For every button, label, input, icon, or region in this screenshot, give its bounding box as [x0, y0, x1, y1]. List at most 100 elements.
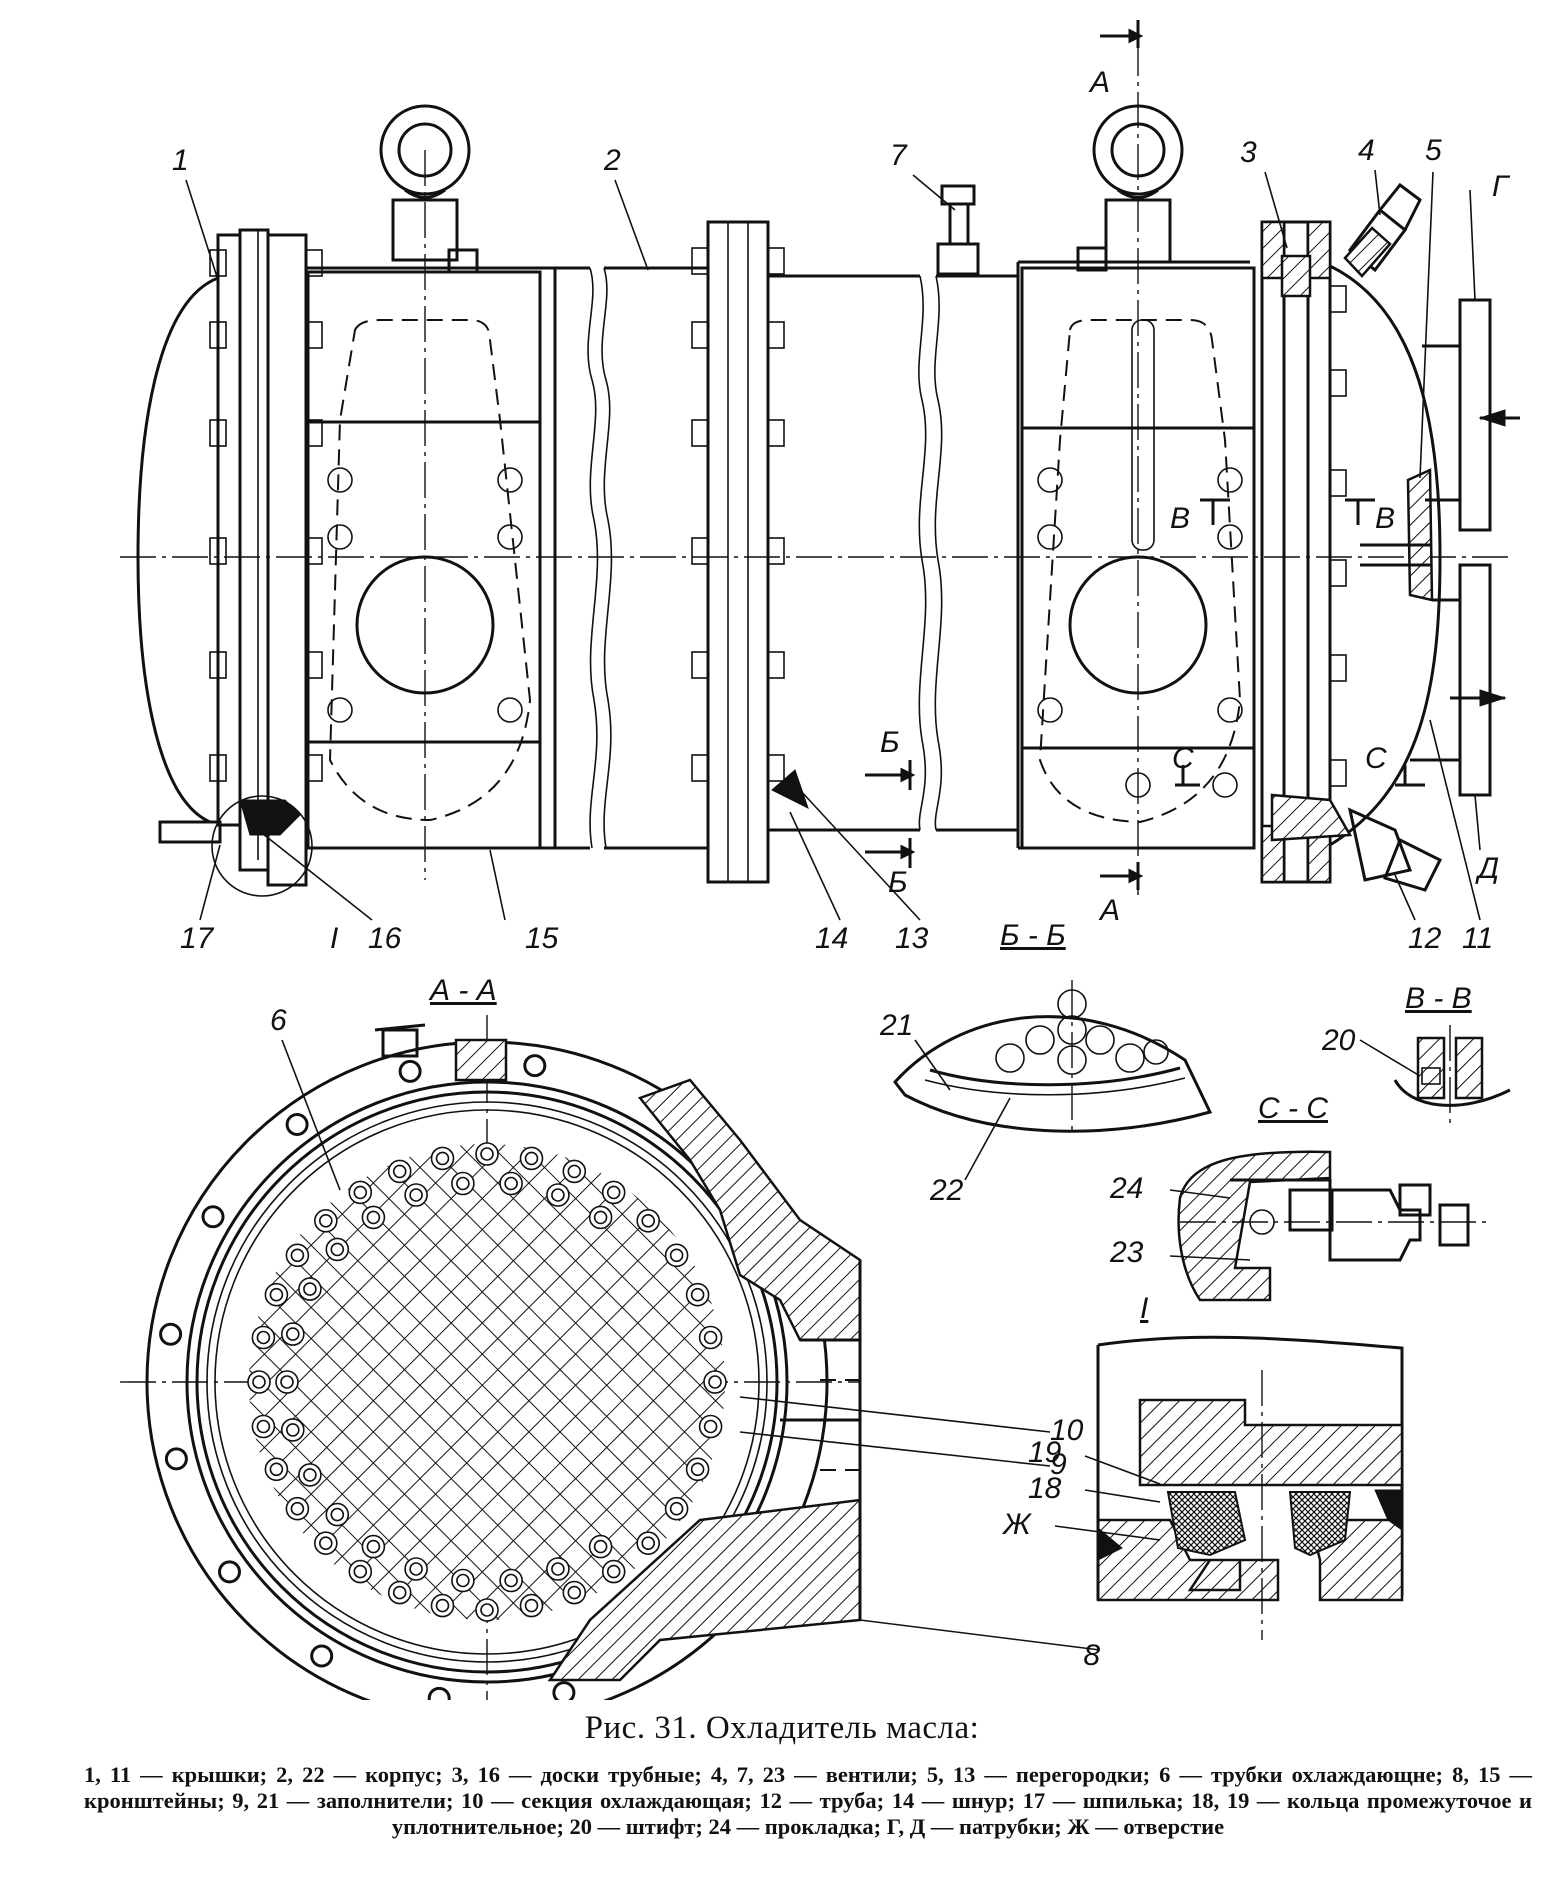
label-13: 13: [895, 922, 929, 955]
detail-i-circle: [211, 795, 313, 897]
side-view: [120, 20, 1520, 897]
cooling-tube: [601, 1180, 626, 1205]
label-g: Г: [1492, 170, 1511, 203]
cooling-tube: [361, 1534, 386, 1559]
cooling-tube: [325, 1502, 350, 1527]
title-b-b: Б - Б: [1000, 919, 1066, 952]
cooling-tube: [298, 1277, 322, 1301]
cooling-tube: [251, 1325, 276, 1350]
section-marks: [865, 20, 1425, 890]
cooling-tube: [264, 1457, 289, 1482]
section-b-b: [893, 980, 1213, 1133]
cooling-tube: [475, 1142, 499, 1166]
cooling-tube: [298, 1463, 322, 1487]
label-17: 17: [180, 922, 215, 955]
cooling-tube: [280, 1322, 305, 1346]
cooling-tube: [285, 1496, 310, 1521]
flange-bolt-hole: [201, 1205, 225, 1229]
section-titles: А - А Б - Б В - В С - С I: [428, 919, 1472, 1325]
label-v-left: В: [1170, 502, 1190, 535]
cooling-tube: [588, 1534, 613, 1559]
cooling-tube: [562, 1159, 587, 1184]
label-2: 2: [603, 144, 621, 177]
cooling-tube: [313, 1209, 338, 1233]
cooling-tube: [280, 1418, 305, 1442]
valve-7: [936, 184, 980, 276]
right-flange: [1260, 220, 1286, 884]
label-12: 12: [1408, 922, 1442, 955]
label-b-lower: Б: [888, 866, 908, 899]
cooling-tube: [588, 1205, 613, 1230]
label-24: 24: [1109, 1172, 1143, 1205]
cooling-tube: [685, 1282, 710, 1307]
cooling-tube: [361, 1205, 386, 1230]
cooling-tube: [404, 1557, 428, 1581]
left-bolts: [209, 249, 323, 782]
cooling-tube: [698, 1414, 723, 1439]
cooling-tube: [546, 1183, 570, 1207]
eye-bolt-right: [1076, 104, 1184, 272]
flange-bolt-hole: [164, 1447, 188, 1471]
label-4: 4: [1358, 134, 1375, 167]
label-14: 14: [815, 922, 848, 955]
tubes: [247, 1142, 727, 1622]
label-23: 23: [1109, 1236, 1144, 1269]
cooling-tube: [475, 1598, 499, 1622]
detail-i: [1096, 1335, 1404, 1640]
right-cover: [1329, 264, 1442, 847]
cooling-tube: [664, 1496, 689, 1521]
flange-bolt-hole: [398, 1059, 422, 1083]
cooling-tube: [601, 1559, 626, 1584]
label-v-right: В: [1375, 502, 1395, 535]
cooling-tube: [685, 1457, 710, 1482]
label-b-upper: Б: [880, 726, 900, 759]
label-20: 20: [1321, 1024, 1356, 1057]
label-d: Д: [1475, 852, 1499, 885]
cooling-tube: [519, 1593, 544, 1618]
title-v-v: В - В: [1405, 982, 1472, 1015]
valve-4: [1343, 182, 1422, 278]
cooling-tube: [251, 1414, 276, 1439]
label-i: I: [330, 922, 338, 955]
cooling-tube: [387, 1580, 412, 1605]
cooling-tube: [636, 1209, 661, 1233]
label-c-right: С: [1365, 742, 1387, 775]
section-v-v: [1393, 1025, 1511, 1125]
cooling-tube: [275, 1370, 299, 1394]
label-6: 6: [270, 1004, 287, 1037]
cooling-tube: [348, 1559, 373, 1584]
cooling-tube: [519, 1146, 544, 1171]
flange-bolt-hole: [159, 1322, 183, 1346]
cooling-tube: [664, 1243, 689, 1268]
oil-cooler-drawing: 1 2 7 3 4 5 Г А А Б Б В В С С Д 17 I 16 …: [120, 20, 1520, 1700]
cooling-tube: [404, 1183, 428, 1207]
label-21: 21: [879, 1009, 913, 1042]
label-15: 15: [525, 922, 559, 955]
cooling-tube: [451, 1568, 475, 1593]
eye-bolt-left: [379, 104, 479, 274]
left-flange: [216, 233, 242, 827]
label-c-left: С: [1172, 742, 1194, 775]
flange-bolt-hole: [552, 1681, 576, 1700]
cooling-tube: [348, 1180, 373, 1205]
flange-bolt-hole: [523, 1054, 547, 1078]
label-8: 8: [1083, 1639, 1100, 1672]
cooling-tube: [636, 1531, 661, 1555]
label-22: 22: [929, 1174, 964, 1207]
cooling-tube: [546, 1557, 570, 1581]
label-1: 1: [172, 144, 189, 177]
cooling-tube: [703, 1370, 727, 1394]
figure-legend: 1, 11 — крышки; 2, 22 — корпус; 3, 16 — …: [84, 1762, 1532, 1839]
title-detail-i: I: [1140, 1292, 1148, 1325]
flange-bolt-hole: [310, 1644, 334, 1668]
flange-holes: [159, 1054, 576, 1700]
cooling-tube: [247, 1370, 271, 1394]
label-zh: Ж: [1001, 1508, 1032, 1541]
label-5: 5: [1425, 134, 1442, 167]
left-cover: [136, 276, 219, 824]
title-a-a: А - А: [428, 974, 497, 1007]
label-16: 16: [368, 922, 402, 955]
cooling-tube: [698, 1325, 723, 1350]
cooling-tube: [562, 1580, 587, 1605]
middle-flange: [706, 220, 770, 884]
